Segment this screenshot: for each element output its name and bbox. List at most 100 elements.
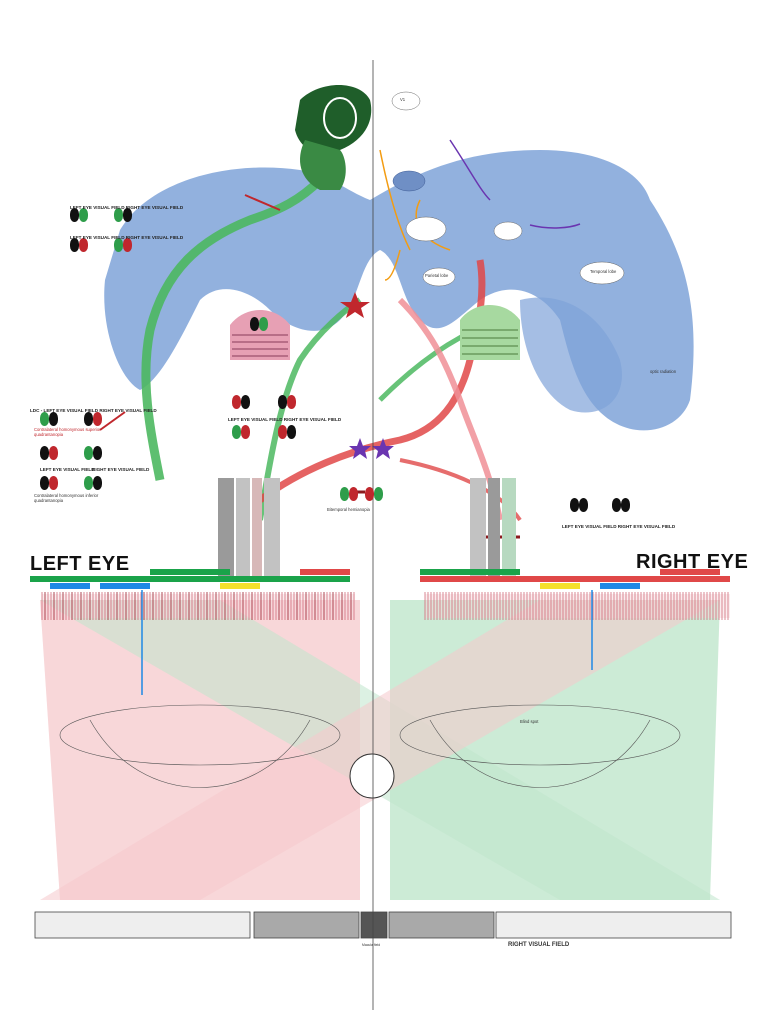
field-badge-left: [84, 476, 93, 490]
area-node-3: [405, 216, 447, 242]
field-badge-right: [259, 317, 268, 331]
field-badge-right: [621, 498, 630, 512]
field-badge-left: [40, 446, 49, 460]
field-badge-left: [84, 446, 93, 460]
field-badge-right: [241, 425, 250, 439]
retina-bar-right-yellow: [540, 583, 580, 589]
field-badges: [40, 208, 630, 512]
field-badge-left: [70, 238, 79, 252]
optic-nerve-left-b: [236, 478, 250, 578]
lesion-star-purple-2: [372, 438, 394, 459]
right-visual-field-label: RIGHT VISUAL FIELD: [508, 942, 570, 948]
green-optic-pathway-left: [141, 176, 324, 481]
arrow-purple-2: [529, 223, 581, 229]
note-optic-radiation: optic radiation: [650, 369, 677, 374]
v1-cortex-stem: [300, 140, 346, 190]
field-badge-left: [114, 238, 123, 252]
field-badge-right: [93, 412, 102, 426]
arrow-purple-1: [449, 139, 491, 201]
field-badge-left: [340, 487, 349, 501]
retina-layer-band: [425, 594, 730, 618]
area-node-4: [493, 221, 523, 241]
field-label-2: LEFT EYE VISUAL FIELD RIGHT EYE VISUAL F…: [70, 235, 184, 240]
retina-bar-right-red: [420, 576, 730, 582]
retina-bar-left-green2: [150, 569, 230, 575]
area-node-5: [579, 261, 625, 285]
field-badge-left: [365, 487, 374, 501]
area-node-2: [391, 91, 421, 111]
field-badge-right: [287, 395, 296, 409]
field-label-1: LEFT EYE VISUAL FIELD RIGHT EYE VISUAL F…: [70, 205, 184, 210]
retina-bar-left-blue: [50, 583, 90, 589]
field-badge-left: [40, 412, 49, 426]
lens-left: [89, 719, 311, 788]
field-badge-right: [49, 476, 58, 490]
field-badge-right: [79, 238, 88, 252]
lesion-marker-1: [244, 194, 281, 211]
macula-field-label: Macula field: [362, 943, 381, 947]
retina-bar-left-green: [30, 576, 350, 582]
field-badge-left: [250, 317, 259, 331]
cortex-lobe-right: [520, 297, 622, 413]
lens-right: [429, 719, 651, 788]
field-badge-left: [612, 498, 621, 512]
retina-bar-right-blue: [600, 583, 640, 589]
note-temporal-lobe: Temporal lobe: [590, 269, 617, 274]
field-badge-left: [70, 208, 79, 222]
retina-cells-left: [41, 592, 355, 620]
lesion-star-left: [340, 292, 370, 318]
field-badge-right: [49, 412, 58, 426]
retina-bar-right-red2: [660, 569, 720, 575]
eyeball-left: [59, 704, 341, 766]
field-badge-left: [84, 412, 93, 426]
field-label-3: LEFT EYE VISUAL FIELD: [40, 467, 95, 472]
field-badge-right: [123, 238, 132, 252]
field-label-4: RIGHT EYE VISUAL FIELD: [92, 467, 150, 472]
note-contralateral-inferior: Contralateral homonymous inferior quadra…: [34, 493, 99, 503]
field-badge-right: [79, 208, 88, 222]
arrow-orange-1: [379, 149, 411, 251]
retina-bar-right-green: [420, 569, 520, 575]
area-node-1: [392, 170, 426, 192]
optic-nerve-left-c: [252, 478, 262, 578]
field-badge-right: [579, 498, 588, 512]
field-badge-left: [40, 476, 49, 490]
left-eye-title: LEFT EYE: [30, 553, 130, 575]
lesion-star-purple-1: [349, 438, 371, 459]
note-v1: V1: [400, 97, 406, 102]
field-label-ldc: LDC - LEFT EYE VISUAL FIELD RIGHT EYE VI…: [30, 408, 157, 413]
retina-bar-left-yellow: [220, 583, 260, 589]
field-badge-left: [278, 425, 287, 439]
optic-nerve-left-d: [264, 478, 280, 578]
field-badge-left: [232, 425, 241, 439]
vf-bar-mid-left: [253, 911, 360, 939]
retina-cells-right: [424, 592, 730, 620]
vf-bar-center: [360, 911, 388, 939]
lgn-right: [460, 305, 520, 360]
field-label-6: LEFT EYE VISUAL FIELD RIGHT EYE VISUAL F…: [562, 524, 676, 529]
eyeball-right: [399, 704, 681, 766]
field-badge-right: [241, 395, 250, 409]
field-badge-right: [93, 446, 102, 460]
arrow-orange-3: [384, 249, 401, 281]
area-node-6: [422, 267, 456, 287]
note-blind-spot: Blind spot: [520, 719, 539, 724]
v1-cortex-wedge: [295, 85, 372, 154]
v1-cortex-inner: [323, 97, 357, 139]
note-parietal-lobe: Parietal lobe: [425, 273, 449, 278]
note-contralateral-superior: Contralateral homonymous superior quadra…: [34, 427, 101, 437]
optic-nerve-right-a: [470, 478, 486, 578]
field-badge-right: [349, 487, 358, 501]
field-badge-right: [49, 446, 58, 460]
retina-bar-left-blue2: [100, 583, 150, 589]
field-badge-left: [278, 395, 287, 409]
field-badge-left: [232, 395, 241, 409]
vf-bar-right: [495, 911, 732, 939]
right-eye-title: RIGHT EYE: [636, 551, 749, 573]
lesion-marker-2: [99, 411, 126, 431]
overlap-projection-right: [40, 600, 720, 900]
field-badge-left: [570, 498, 579, 512]
fixation-point: [349, 753, 395, 799]
field-badge-right: [93, 476, 102, 490]
